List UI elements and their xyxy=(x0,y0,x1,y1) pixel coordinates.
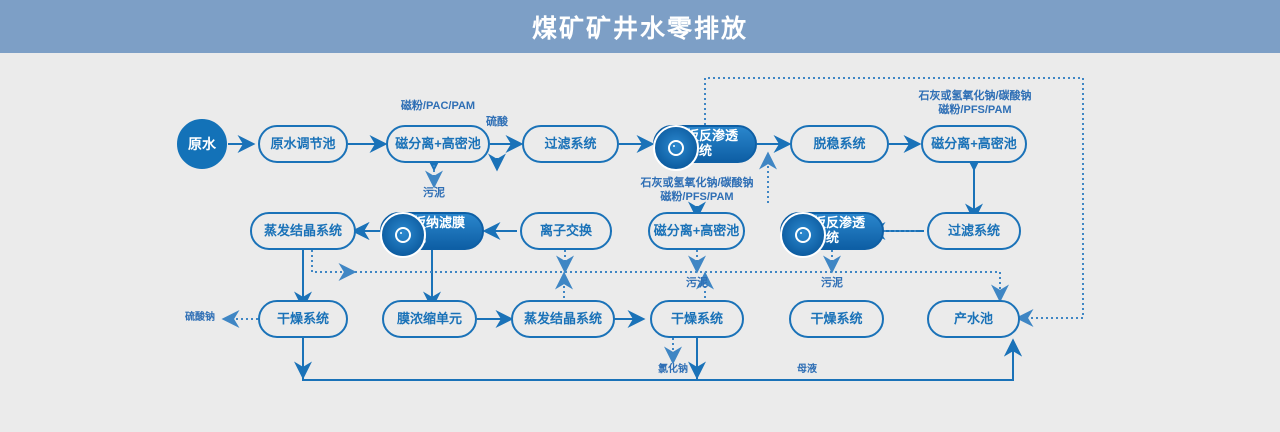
node-destab[interactable]: 脱稳系统 xyxy=(790,125,889,163)
node-ro-membrane-2[interactable]: 平板反渗透膜系统 xyxy=(780,212,884,258)
node-label: 磁分离+高密池 xyxy=(931,135,1017,151)
disc-icon xyxy=(653,125,699,171)
node-ion-exchange[interactable]: 离子交换 xyxy=(520,212,612,250)
node-mag-sep-1[interactable]: 磁分离+高密池 xyxy=(386,125,490,163)
caption-dosing-3: 石灰或氢氧化钠/碳酸钠 磁粉/PFS/PAM xyxy=(640,177,754,203)
node-label: 过滤系统 xyxy=(947,222,1000,238)
node-mag-sep-3[interactable]: 磁分离+高密池 xyxy=(648,212,745,250)
node-label: 磁分离+高密池 xyxy=(395,135,481,151)
node-label: 干燥系统 xyxy=(810,310,863,326)
caption-sludge-2: 污泥 xyxy=(686,277,708,289)
node-product-pond[interactable]: 产水池 xyxy=(927,300,1020,338)
caption-acid-1: 硫酸 xyxy=(486,116,508,128)
node-dryer-1[interactable]: 干燥系统 xyxy=(258,300,348,338)
node-mag-sep-2[interactable]: 磁分离+高密池 xyxy=(921,125,1027,163)
node-evap-cryst-2[interactable]: 蒸发结晶系统 xyxy=(511,300,615,338)
node-label: 蒸发结晶系统 xyxy=(263,222,342,238)
node-raw-water-tank[interactable]: 原水调节池 xyxy=(258,125,348,163)
connector-layer xyxy=(221,77,1084,381)
caption-dosing-2: 石灰或氢氧化钠/碳酸钠 磁粉/PFS/PAM xyxy=(918,90,1032,116)
node-label: 原水调节池 xyxy=(270,135,336,151)
node-label: 过滤系统 xyxy=(544,135,597,151)
node-label: 脱稳系统 xyxy=(813,135,866,151)
caption-sludge-1: 污泥 xyxy=(423,187,445,199)
page-title: 煤矿矿井水零排放 xyxy=(531,14,748,43)
node-nf-membrane[interactable]: 平板纳滤膜系统 xyxy=(380,212,484,258)
caption-dosing-1: 磁粉/PAC/PAM xyxy=(400,100,476,112)
node-label: 干燥系统 xyxy=(276,310,329,326)
caption-sludge-3: 污泥 xyxy=(821,277,843,289)
page-header: 煤矿矿井水零排放 xyxy=(0,0,1280,53)
node-ro-membrane-1[interactable]: 平板反渗透膜系统 xyxy=(653,125,757,171)
caption-sodium-chloride: 氯化钠 xyxy=(658,364,688,375)
node-raw-water[interactable]: 原水 xyxy=(177,119,227,169)
node-membrane-conc[interactable]: 膜浓缩单元 xyxy=(382,300,477,338)
disc-icon xyxy=(780,212,826,258)
node-label: 产水池 xyxy=(953,310,993,326)
node-label: 蒸发结晶系统 xyxy=(523,310,602,326)
caption-sodium-sulfate: 硫酸钠 xyxy=(185,312,215,323)
node-label: 原水 xyxy=(188,135,216,152)
node-evap-cryst-1[interactable]: 蒸发结晶系统 xyxy=(250,212,356,250)
node-label: 干燥系统 xyxy=(670,310,723,326)
caption-mother-liquor: 母液 xyxy=(797,364,817,375)
flow-diagram-canvas: 原水 原水调节池 磁分离+高密池 过滤系统 平板反渗透膜系统 脱稳系统 磁分离+… xyxy=(0,53,1280,432)
disc-icon xyxy=(380,212,426,258)
node-dryer-2[interactable]: 干燥系统 xyxy=(650,300,744,338)
node-label: 离子交换 xyxy=(539,222,592,238)
node-label: 膜浓缩单元 xyxy=(396,310,462,326)
node-dryer-3[interactable]: 干燥系统 xyxy=(789,300,884,338)
node-label: 磁分离+高密池 xyxy=(653,222,740,238)
node-filter-1[interactable]: 过滤系统 xyxy=(522,125,619,163)
node-filter-2[interactable]: 过滤系统 xyxy=(927,212,1021,250)
